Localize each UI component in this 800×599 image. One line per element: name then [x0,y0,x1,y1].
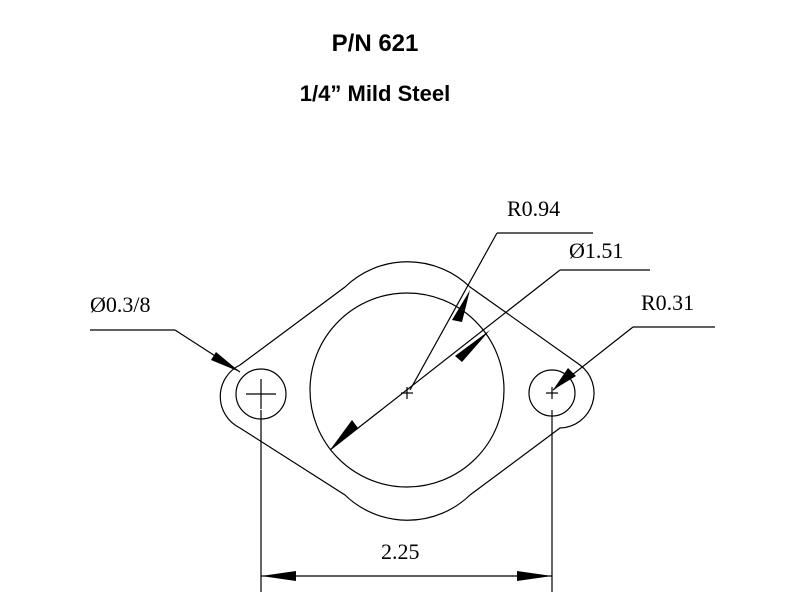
ear-radius-label: R0.31 [641,290,694,315]
material-subtitle: 1/4” Mild Steel [299,81,451,106]
ear-radius-dimension: R0.31 [552,290,715,391]
center-bore [309,292,505,488]
outer-radius-dimension: R0.94 [409,196,593,391]
flange-outline [219,261,595,521]
bolt-hole-diameter-label: Ø0.3/8 [90,292,151,317]
hole-spacing-label: 2.25 [381,539,420,564]
bore-diameter-dimension: Ø1.51 [329,238,650,451]
hole-spacing-dimension: 2.25 [260,410,553,592]
part-number-title: P/N 621 [331,30,419,57]
outer-radius-label: R0.94 [507,196,560,221]
bolt-hole-diameter-dimension: Ø0.3/8 [90,292,241,373]
bore-diameter-label: Ø1.51 [569,238,623,263]
